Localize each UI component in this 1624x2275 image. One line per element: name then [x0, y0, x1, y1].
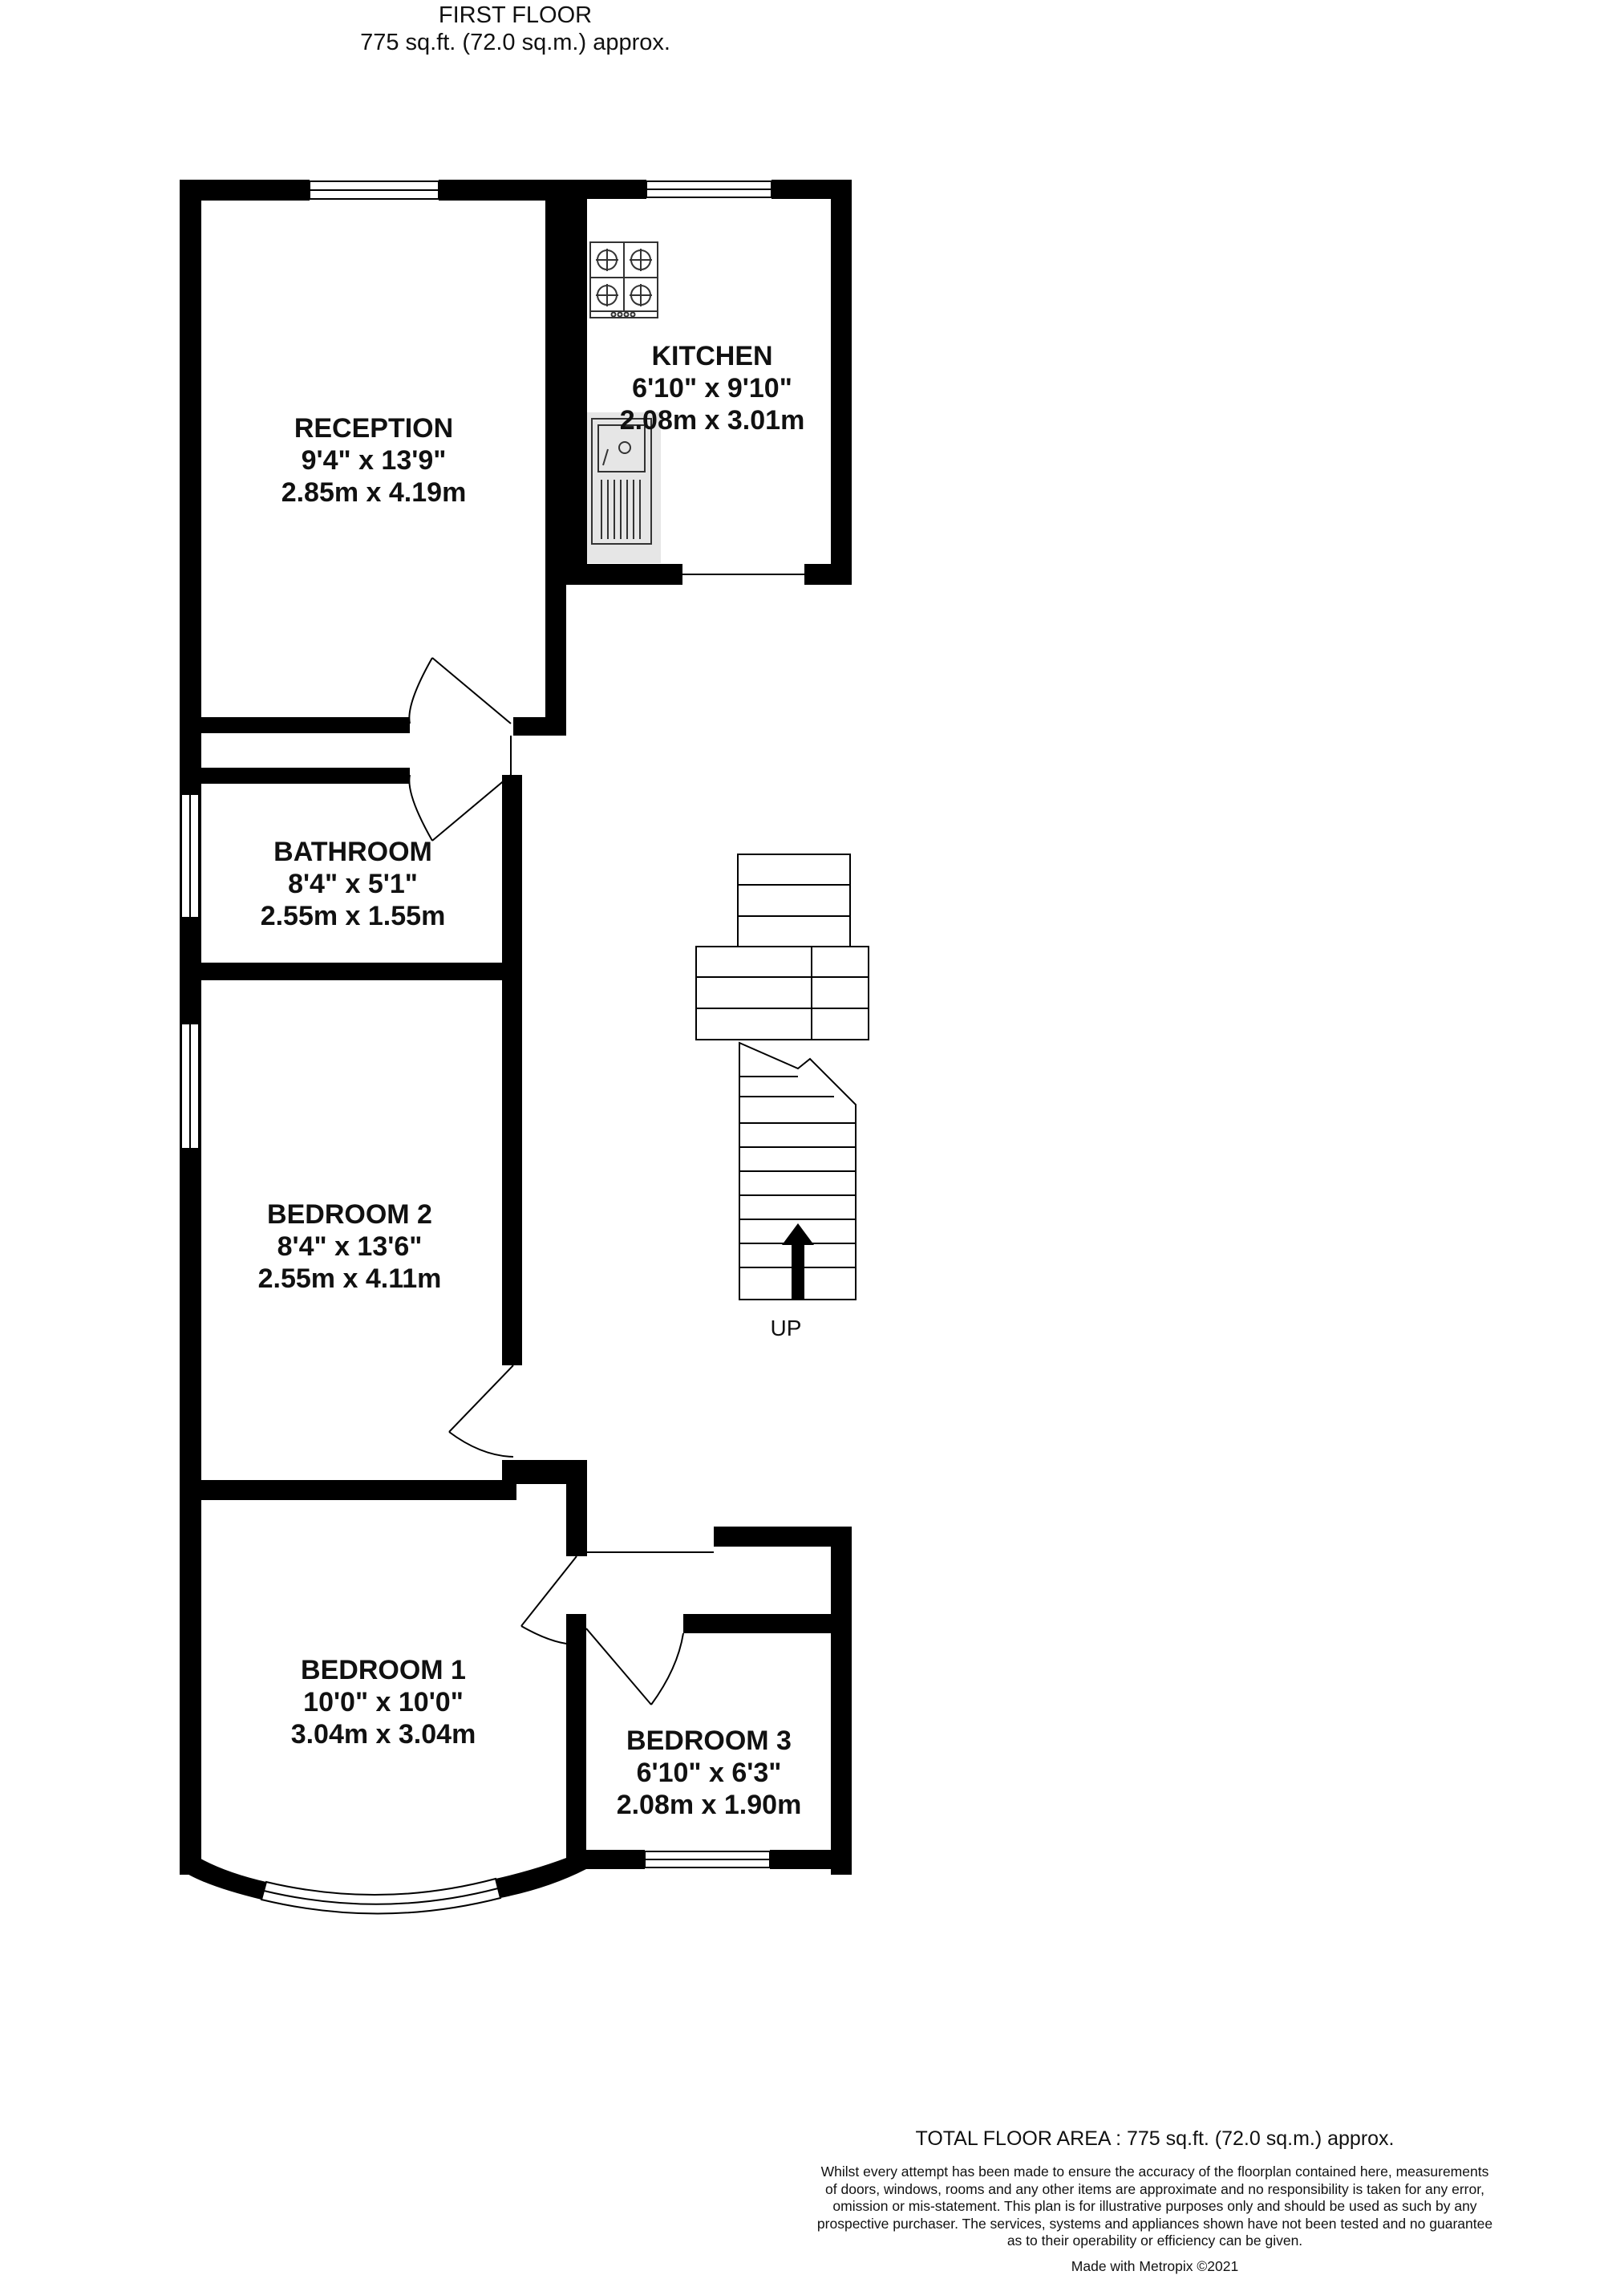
room-bedroom-1: BEDROOM 1 10'0" x 10'0" 3.04m x 3.04m [291, 1654, 476, 1750]
room-size-imperial: 6'10" x 6'3" [636, 1758, 782, 1788]
wall-bedroom3-top [683, 1614, 852, 1633]
wall-bedroom2-bottom [180, 1480, 516, 1500]
room-size-metric: 2.55m x 1.55m [260, 901, 446, 931]
disclaimer-line: as to their operability or efficiency ca… [1006, 2232, 1303, 2249]
wall-bedroom2-east [502, 963, 522, 1365]
wall-corridor-notch-down [566, 1460, 587, 1556]
wall-west-lower [180, 1480, 201, 1875]
window-bedroom1-bay [260, 1877, 502, 1915]
room-name: BEDROOM 3 [626, 1726, 792, 1756]
disclaimer: Whilst every attempt has been made to en… [770, 2163, 1540, 2250]
made-with-credit: Made with Metropix ©2021 [1071, 2258, 1239, 2274]
sink [587, 412, 661, 563]
wall-bathroom-top [180, 768, 410, 784]
room-name: BATHROOM [273, 837, 432, 867]
staircase [695, 854, 869, 1300]
door-bathroom-leaf [431, 774, 512, 841]
room-reception: RECEPTION 9'4" x 13'9" 2.85m x 4.19m [281, 412, 467, 509]
wall-bathroom-east [502, 775, 522, 972]
door-bedroom2-leaf [448, 1365, 514, 1433]
disclaimer-line: Whilst every attempt has been made to en… [820, 2163, 1489, 2180]
hob [589, 241, 658, 318]
wall-bedroom1-bay-right [496, 1850, 586, 1898]
room-name: BEDROOM 2 [267, 1199, 432, 1230]
room-size-imperial: 10'0" x 10'0" [303, 1687, 464, 1717]
room-kitchen: KITCHEN 6'10" x 9'10" 2.08m x 3.01m [620, 340, 805, 436]
wall-kitchen-west [566, 180, 587, 585]
wall-kitchen-bottom-right [804, 564, 852, 585]
door-reception-leaf [431, 657, 512, 724]
disclaimer-line: of doors, windows, rooms and any other i… [825, 2180, 1484, 2197]
room-size-metric: 2.08m x 3.01m [619, 405, 805, 436]
wall-kitchen-bottom-left [566, 564, 682, 585]
windows [180, 180, 772, 1915]
room-size-metric: 3.04m x 3.04m [290, 1719, 476, 1750]
floor-area: 775 sq.ft. (72.0 sq.m.) approx. [360, 30, 670, 55]
wall-kitchen-east [831, 180, 852, 585]
total-floor-area: TOTAL FLOOR AREA : 775 sq.ft. (72.0 sq.m… [915, 2127, 1395, 2150]
room-size-imperial: 8'4" x 13'6" [277, 1231, 423, 1262]
room-name: BEDROOM 1 [301, 1655, 466, 1685]
door-bedroom3-leaf [585, 1628, 652, 1705]
door-bedroom1-leaf [520, 1555, 577, 1627]
room-size-imperial: 8'4" x 5'1" [288, 869, 418, 899]
room-bedroom-3: BEDROOM 3 6'10" x 6'3" 2.08m x 1.90m [617, 1725, 802, 1821]
room-name: RECEPTION [294, 413, 454, 444]
wall-reception-bottom [180, 717, 410, 733]
room-size-metric: 2.55m x 4.11m [257, 1263, 442, 1294]
wall-bathroom-bottom [180, 963, 522, 980]
floor-plan [180, 180, 869, 1915]
room-size-metric: 2.85m x 4.19m [281, 477, 467, 508]
wall-bedroom1-east [566, 1614, 586, 1859]
room-bedroom-2: BEDROOM 2 8'4" x 13'6" 2.55m x 4.11m [258, 1198, 442, 1295]
wall-reception-east [545, 180, 566, 736]
room-bathroom: BATHROOM 8'4" x 5'1" 2.55m x 1.55m [261, 836, 446, 932]
wall-bedroom3-east [831, 1527, 852, 1875]
stairs-up-label: UP [770, 1316, 802, 1340]
room-name: KITCHEN [651, 341, 773, 371]
wall-bedroom3-top-stub [714, 1527, 852, 1547]
floor-title: FIRST FLOOR [438, 2, 593, 28]
room-size-imperial: 9'4" x 13'9" [301, 445, 447, 476]
room-size-imperial: 6'10" x 9'10" [632, 373, 792, 403]
disclaimer-line: prospective purchaser. The services, sys… [816, 2215, 1493, 2232]
wall-bedroom3-bottom-right [770, 1850, 852, 1869]
room-size-metric: 2.08m x 1.90m [616, 1790, 802, 1820]
disclaimer-line: omission or mis-statement. This plan is … [832, 2198, 1477, 2214]
stairs-arrow-icon [782, 1223, 814, 1300]
wall-reception-bottom-stub [513, 717, 566, 736]
wall-bedroom1-bay-left [180, 1845, 266, 1900]
doors [408, 574, 804, 1705]
